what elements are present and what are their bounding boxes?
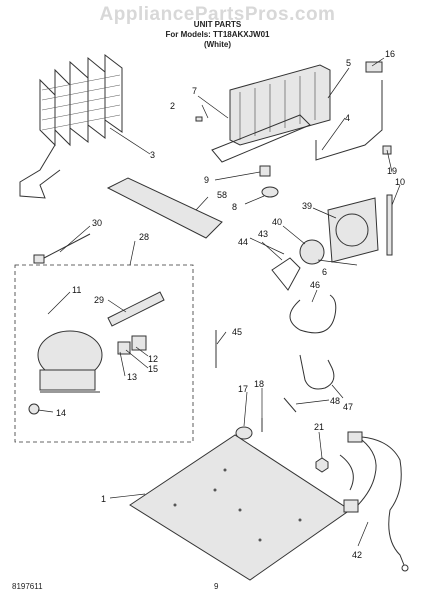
thermistor-8 (261, 186, 279, 198)
fan-shroud (327, 197, 379, 263)
clip-9 (259, 165, 271, 177)
relay (131, 335, 147, 351)
callout-44: 44 (238, 237, 248, 247)
callout-11: 11 (72, 285, 81, 295)
screw-2 (195, 116, 203, 122)
callout-21: 21 (314, 422, 324, 432)
grommet (28, 403, 40, 415)
callout-40: 40 (272, 217, 282, 227)
callout-19: 19 (387, 166, 397, 176)
watermark: AppliancePartsPros.com (99, 4, 336, 25)
compressor-group-box (14, 264, 194, 443)
callout-16: 16 (385, 49, 395, 59)
discharge-tube (299, 354, 335, 390)
callout-10: 10 (395, 177, 405, 187)
fan-blade (271, 257, 301, 291)
callout-17: 17 (238, 384, 248, 394)
callout-58: 58 (217, 190, 227, 200)
fan-motor (299, 239, 325, 265)
callout-6: 6 (322, 267, 327, 277)
callout-5: 5 (346, 58, 351, 68)
callout-7: 7 (192, 86, 197, 96)
condenser-fan-hub (235, 426, 253, 440)
callout-4: 4 (345, 113, 350, 123)
callout-15: 15 (148, 364, 158, 374)
insulation-10 (386, 194, 393, 256)
callout-39: 39 (302, 201, 312, 211)
callout-48: 48 (330, 396, 340, 406)
callout-3: 3 (150, 150, 155, 160)
evaporator (211, 64, 331, 163)
condenser-coil (19, 53, 123, 199)
callout-13: 13 (127, 372, 137, 382)
callout-43: 43 (258, 229, 268, 239)
callout-18: 18 (254, 379, 264, 389)
defrost-heater-4 (315, 80, 383, 161)
base-pan (129, 434, 351, 581)
wiring-harness (339, 431, 409, 572)
diagram-title: UNIT PARTS (193, 20, 242, 29)
capillary-tube (33, 233, 91, 264)
page-number: 9 (214, 582, 219, 591)
suction-tube (289, 294, 337, 334)
callout-47: 47 (343, 402, 353, 412)
callout-46: 46 (310, 280, 320, 290)
doc-number: 8197611 (12, 582, 43, 591)
callout-14: 14 (56, 408, 66, 418)
callout-8: 8 (232, 202, 237, 212)
callout-9: 9 (204, 175, 209, 185)
callout-30: 30 (92, 218, 102, 228)
callout-45: 45 (232, 327, 242, 337)
callout-12: 12 (148, 354, 158, 364)
model-line: For Models: TT18AKXJW01 (165, 30, 270, 39)
drain-pan (106, 177, 223, 239)
callout-1: 1 (101, 494, 106, 504)
leader-lines (37, 57, 401, 547)
callout-labels: 1 2 3 4 5 6 7 8 9 10 11 12 13 14 15 16 1… (56, 49, 405, 560)
thermostat-16 (365, 61, 383, 73)
start-device (107, 291, 165, 327)
compressor (37, 330, 103, 393)
tube-48 (283, 397, 297, 413)
color-line: (White) (203, 40, 232, 49)
callout-2: 2 (170, 101, 175, 111)
callout-28: 28 (139, 232, 149, 242)
callout-42: 42 (352, 550, 362, 560)
callout-29: 29 (94, 295, 104, 305)
nut-21 (315, 457, 329, 473)
